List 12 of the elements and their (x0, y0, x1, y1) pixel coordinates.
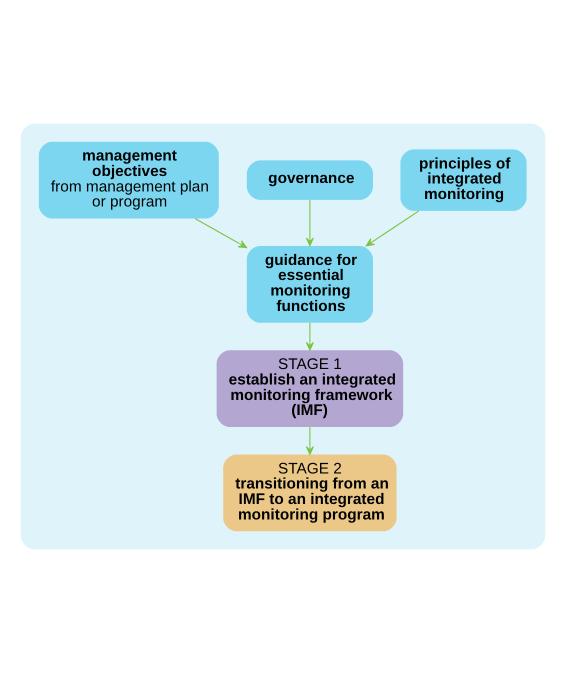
node-box: governance (246, 160, 373, 200)
cluster (20, 124, 546, 550)
node-box: STAGE 2 transitioning from an IMF to an integrated monitoring program (223, 454, 397, 532)
arrow (306, 322, 314, 351)
node-box: management objectives from management plan or program (38, 142, 219, 219)
arrow (306, 200, 314, 246)
arrow (194, 218, 248, 248)
arrow (306, 427, 314, 455)
arrow (366, 210, 419, 246)
node-box: guidance for essential monitoring functions (246, 246, 373, 323)
node-box: STAGE 1 establish an integrated monitoring framework (IMF) (216, 350, 404, 428)
node-box: principles of integrated monitoring (400, 149, 527, 211)
